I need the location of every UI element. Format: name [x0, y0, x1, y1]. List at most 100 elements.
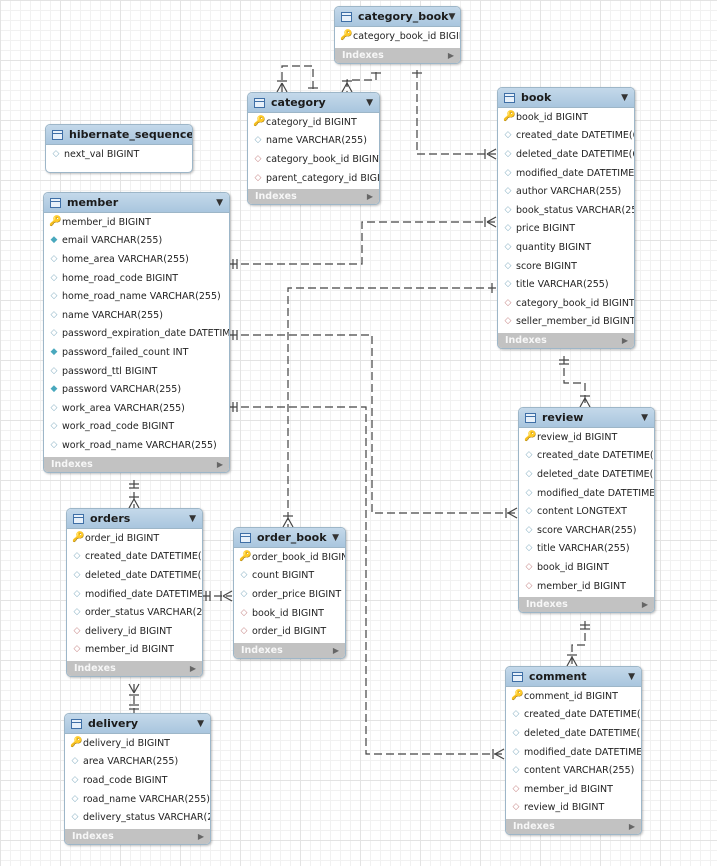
table-member[interactable]: member▼🔑member_id BIGINT◆email VARCHAR(2…: [43, 192, 230, 473]
column-row[interactable]: ◇road_name VARCHAR(255): [65, 790, 210, 809]
column-row[interactable]: 🔑order_book_id BIGINT: [234, 548, 345, 567]
column-row[interactable]: ◇modified_date DATETIME(6): [506, 743, 641, 762]
table-order-book[interactable]: order_book▼🔑order_book_id BIGINT◇count B…: [233, 527, 346, 659]
column-row[interactable]: ◇member_id BIGINT: [506, 780, 641, 799]
table-header[interactable]: orders▼: [67, 509, 202, 529]
table-category[interactable]: category▼🔑category_id BIGINT◇name VARCHA…: [247, 92, 380, 206]
column-row[interactable]: ◇area VARCHAR(255): [65, 753, 210, 772]
collapse-triangle-icon[interactable]: ▼: [621, 92, 628, 103]
column-row[interactable]: ◇created_date DATETIME(6): [67, 548, 202, 567]
column-row[interactable]: ◇password_ttl BIGINT: [44, 362, 229, 381]
column-row[interactable]: ◇work_area VARCHAR(255): [44, 399, 229, 418]
table-hibernate-sequence[interactable]: hibernate_sequence▼◇next_val BIGINT: [45, 124, 193, 173]
table-orders[interactable]: orders▼🔑order_id BIGINT◇created_date DAT…: [66, 508, 203, 678]
collapse-triangle-icon[interactable]: ▼: [189, 513, 196, 524]
indexes-section[interactable]: Indexes▶: [65, 828, 210, 844]
column-row[interactable]: 🔑comment_id BIGINT: [506, 687, 641, 706]
column-row[interactable]: ◇next_val BIGINT: [46, 145, 192, 164]
collapse-triangle-icon[interactable]: ▼: [641, 412, 648, 423]
column-row[interactable]: ◇review_id BIGINT: [506, 799, 641, 818]
column-row[interactable]: 🔑book_id BIGINT: [498, 108, 634, 127]
column-row[interactable]: ◇work_road_code BIGINT: [44, 418, 229, 437]
column-row[interactable]: ◇score BIGINT: [498, 257, 634, 276]
column-row[interactable]: ◇name VARCHAR(255): [44, 306, 229, 325]
expand-arrow-icon[interactable]: ▶: [332, 645, 339, 655]
indexes-section[interactable]: Indexes▶: [67, 661, 202, 677]
column-row[interactable]: ◇category_book_id BIGINT: [498, 294, 634, 313]
expand-arrow-icon[interactable]: ▶: [216, 459, 223, 469]
column-row[interactable]: ◇modified_date DATETIME(6): [498, 164, 634, 183]
collapse-triangle-icon[interactable]: ▼: [448, 11, 456, 22]
column-row[interactable]: ◇count BIGINT: [234, 567, 345, 586]
expand-arrow-icon[interactable]: ▶: [628, 822, 635, 832]
column-row[interactable]: ◇parent_category_id BIGINT: [248, 169, 379, 188]
column-row[interactable]: ◇deleted_date DATETIME(6): [67, 566, 202, 585]
column-row[interactable]: ◇work_road_name VARCHAR(255): [44, 436, 229, 455]
column-row[interactable]: ◇price BIGINT: [498, 220, 634, 239]
collapse-triangle-icon[interactable]: ▼: [332, 532, 339, 543]
indexes-section[interactable]: Indexes▶: [506, 819, 641, 835]
table-delivery[interactable]: delivery▼🔑delivery_id BIGINT◇area VARCHA…: [64, 713, 211, 845]
indexes-section[interactable]: Indexes▶: [335, 47, 460, 63]
expand-arrow-icon[interactable]: ▶: [366, 192, 373, 202]
expand-arrow-icon[interactable]: ▶: [621, 336, 628, 346]
column-row[interactable]: ◇content VARCHAR(255): [506, 761, 641, 780]
column-row[interactable]: 🔑delivery_id BIGINT: [65, 734, 210, 753]
column-row[interactable]: ◇delivery_id BIGINT: [67, 622, 202, 641]
table-header[interactable]: order_book▼: [234, 528, 345, 548]
table-header[interactable]: book▼: [498, 88, 634, 108]
column-row[interactable]: ◇home_area VARCHAR(255): [44, 250, 229, 269]
column-row[interactable]: ◇content LONGTEXT: [519, 502, 654, 521]
collapse-triangle-icon[interactable]: ▼: [197, 718, 204, 729]
column-row[interactable]: ◇created_date DATETIME(6): [506, 706, 641, 725]
table-comment[interactable]: comment▼🔑comment_id BIGINT◇created_date …: [505, 666, 642, 836]
column-row[interactable]: ◇password_expiration_date DATETIME(6): [44, 325, 229, 344]
column-row[interactable]: ◇deleted_date DATETIME(6): [519, 465, 654, 484]
column-row[interactable]: ◇name VARCHAR(255): [248, 132, 379, 151]
column-row[interactable]: ◇road_code BIGINT: [65, 771, 210, 790]
collapse-triangle-icon[interactable]: ▼: [628, 671, 635, 682]
column-row[interactable]: ◇book_id BIGINT: [234, 604, 345, 623]
indexes-section[interactable]: Indexes▶: [519, 597, 654, 613]
column-row[interactable]: ◇home_road_name VARCHAR(255): [44, 287, 229, 306]
table-header[interactable]: hibernate_sequence▼: [46, 125, 192, 145]
column-row[interactable]: ◇order_id BIGINT: [234, 622, 345, 641]
expand-arrow-icon[interactable]: ▶: [189, 664, 196, 674]
column-row[interactable]: ◇created_date DATETIME(6): [498, 127, 634, 146]
column-row[interactable]: ◇title VARCHAR(255): [519, 540, 654, 559]
expand-arrow-icon[interactable]: ▶: [197, 831, 204, 841]
table-book[interactable]: book▼🔑book_id BIGINT◇created_date DATETI…: [497, 87, 635, 350]
column-row[interactable]: ◇seller_member_id BIGINT: [498, 313, 634, 332]
column-row[interactable]: ◇title VARCHAR(255): [498, 275, 634, 294]
column-row[interactable]: ◇order_price BIGINT: [234, 585, 345, 604]
collapse-triangle-icon[interactable]: ▼: [216, 197, 223, 208]
collapse-triangle-icon[interactable]: ▼: [366, 97, 373, 108]
column-row[interactable]: ◇author VARCHAR(255): [498, 182, 634, 201]
column-row[interactable]: ◆password_failed_count INT: [44, 343, 229, 362]
column-row[interactable]: ◇deleted_date DATETIME(6): [506, 724, 641, 743]
column-row[interactable]: ◆password VARCHAR(255): [44, 380, 229, 399]
column-row[interactable]: 🔑review_id BIGINT: [519, 428, 654, 447]
column-row[interactable]: 🔑category_id BIGINT: [248, 113, 379, 132]
table-review[interactable]: review▼🔑review_id BIGINT◇created_date DA…: [518, 407, 655, 614]
column-row[interactable]: ◇modified_date DATETIME(6): [519, 484, 654, 503]
column-row[interactable]: ◇member_id BIGINT: [519, 577, 654, 596]
column-row[interactable]: ◇member_id BIGINT: [67, 641, 202, 660]
column-row[interactable]: ◇book_id BIGINT: [519, 558, 654, 577]
column-row[interactable]: ◇score VARCHAR(255): [519, 521, 654, 540]
column-row[interactable]: ◇order_status VARCHAR(255): [67, 603, 202, 622]
table-header[interactable]: review▼: [519, 408, 654, 428]
indexes-section[interactable]: Indexes▶: [44, 456, 229, 472]
column-row[interactable]: ◇deleted_date DATETIME(6): [498, 145, 634, 164]
expand-arrow-icon[interactable]: ▶: [641, 600, 648, 610]
table-header[interactable]: comment▼: [506, 667, 641, 687]
expand-arrow-icon[interactable]: ▶: [447, 50, 454, 60]
column-row[interactable]: ◇home_road_code BIGINT: [44, 269, 229, 288]
table-header[interactable]: member▼: [44, 193, 229, 213]
column-row[interactable]: ◇created_date DATETIME(6): [519, 447, 654, 466]
column-row[interactable]: ◇quantity BIGINT: [498, 238, 634, 257]
table-header[interactable]: category_book▼: [335, 7, 460, 27]
indexes-section[interactable]: Indexes▶: [248, 189, 379, 205]
column-row[interactable]: ◇modified_date DATETIME(6): [67, 585, 202, 604]
